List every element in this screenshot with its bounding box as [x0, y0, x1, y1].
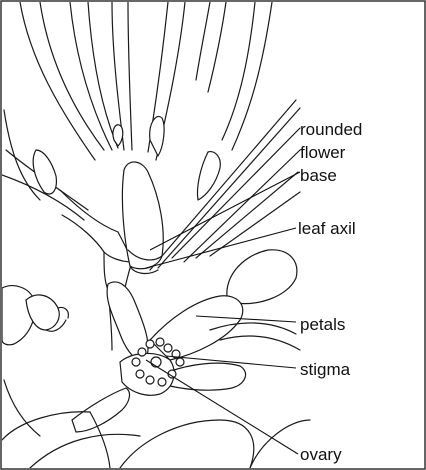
label-rounded: rounded — [300, 120, 362, 139]
label-leaf-axil: leaf axil — [298, 219, 356, 238]
label-base: base — [300, 166, 337, 185]
label-petals: petals — [300, 315, 345, 334]
label-ovary: ovary — [300, 445, 342, 464]
leader-flower-base — [150, 172, 300, 250]
diagonal-leaves — [150, 100, 300, 270]
labels: rounded flower base leaf axil petals sti… — [298, 120, 362, 464]
label-flower: flower — [300, 143, 346, 162]
plant-artwork — [2, 2, 310, 468]
left-partial-flower — [2, 286, 68, 345]
right-leaf — [227, 250, 297, 304]
open-flower — [72, 282, 246, 432]
label-stigma: stigma — [300, 360, 351, 379]
flower-bud — [122, 162, 163, 274]
